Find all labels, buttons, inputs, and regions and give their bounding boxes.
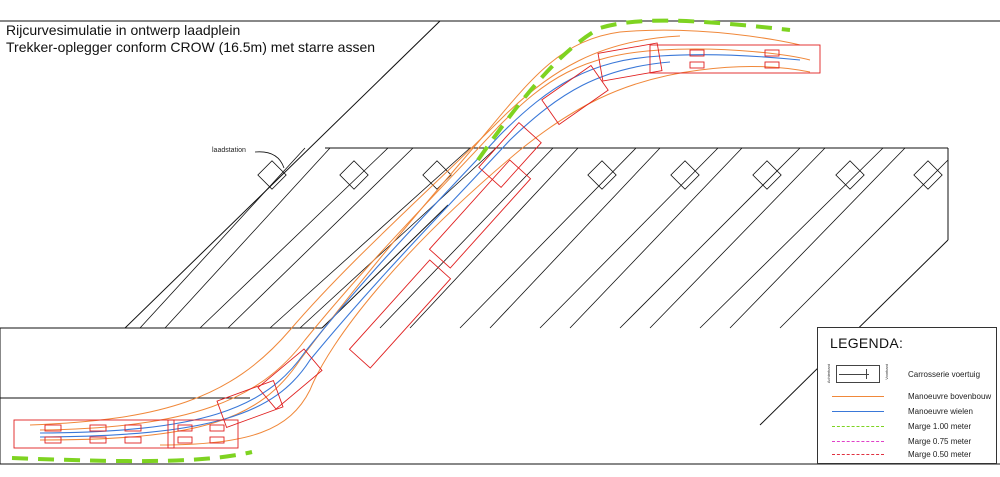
legend-item-body: Manoeuvre bovenbouw: [818, 390, 998, 404]
legend-swatch: [832, 441, 884, 442]
station-label: laadstation: [212, 147, 246, 154]
legend-item-margin-100: Marge 1.00 meter: [818, 420, 998, 434]
charging-stations: [254, 151, 943, 190]
legend-item-label: Marge 0.50 meter: [908, 450, 972, 459]
legend-title: LEGENDA:: [830, 335, 904, 351]
legend-item-label: Manoeuvre bovenbouw: [908, 392, 992, 401]
legend-item-wheels: Manoeuvre wielen: [818, 405, 998, 419]
legend-item-vehicle: Carrosserie voertuig: [818, 368, 998, 382]
legend-item-label: Carrosserie voertuig: [908, 370, 981, 379]
road-outline: [0, 20, 1000, 465]
drawing-subtitle: Trekker-oplegger conform CROW (16.5m) me…: [6, 39, 376, 55]
drawing-title: Rijcurvesimulatie in ontwerp laadplein: [6, 22, 241, 38]
legend-item-label: Marge 1.00 meter: [908, 422, 972, 431]
manoeuvre-body-paths: [29, 29, 811, 446]
legend-item-label: Marge 0.75 meter: [908, 437, 972, 446]
legend-swatch: [832, 454, 884, 455]
legend: LEGENDA: Achterkant Voorkant Carrosserie…: [817, 327, 997, 464]
margin-1m: [11, 18, 791, 464]
legend-swatch: [832, 396, 884, 397]
legend-swatch: [832, 411, 884, 412]
legend-item-label: Manoeuvre wielen: [908, 407, 973, 416]
vehicle-positions: [13, 42, 821, 449]
vehicle-symbol-icon: [836, 365, 880, 383]
legend-item-margin-075: Marge 0.75 meter: [818, 435, 998, 449]
legend-swatch: [832, 426, 884, 427]
legend-item-margin-050: Marge 0.50 meter: [818, 448, 998, 462]
parking-stalls: [139, 147, 949, 329]
manoeuvre-wheel-paths: [39, 54, 801, 438]
